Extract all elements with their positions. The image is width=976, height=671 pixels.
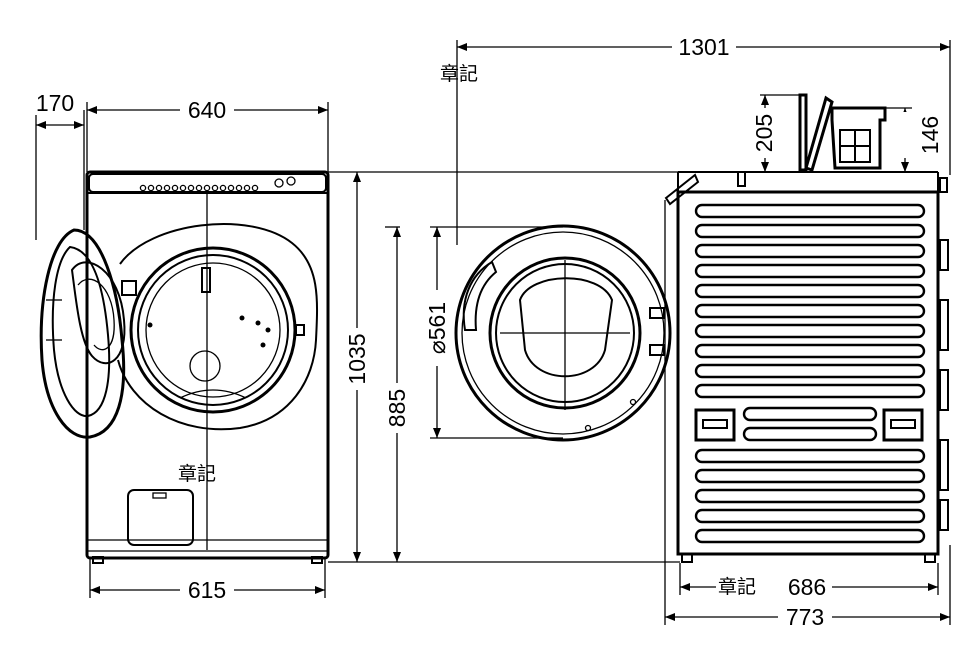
- open-door: [39, 228, 126, 439]
- control-buttons: [139, 176, 296, 192]
- front-cabinet: [85, 170, 330, 560]
- dim-170: 170: [36, 90, 74, 116]
- door-view: [454, 224, 672, 442]
- dim-1301: 1301: [678, 34, 729, 60]
- dim-561: ⌀561: [424, 302, 450, 354]
- dim-885: 885: [384, 389, 410, 427]
- dim-686: 686: [788, 574, 826, 600]
- stamp-mark-top: 章記: [440, 63, 478, 85]
- detergent-box: [798, 93, 887, 172]
- stamp-mark-front: 章記: [178, 463, 216, 485]
- dim-205: 205: [751, 114, 777, 152]
- drum-opening: [117, 223, 319, 431]
- front-view: [39, 170, 330, 564]
- arrowheads: [36, 43, 950, 621]
- stamp-mark-bottom: 章記: [718, 576, 756, 598]
- dim-640: 640: [188, 97, 226, 123]
- dim-1035: 1035: [344, 333, 370, 384]
- control-panel: [88, 173, 327, 193]
- side-cabinet: [676, 190, 940, 556]
- dim-146: 146: [917, 116, 943, 154]
- filter-cover: [127, 489, 194, 546]
- side-handle-right: [882, 408, 924, 442]
- vent-slots: [694, 203, 926, 544]
- side-handle-left: [694, 408, 736, 442]
- dim-773: 773: [786, 604, 824, 630]
- dim-615: 615: [188, 577, 226, 603]
